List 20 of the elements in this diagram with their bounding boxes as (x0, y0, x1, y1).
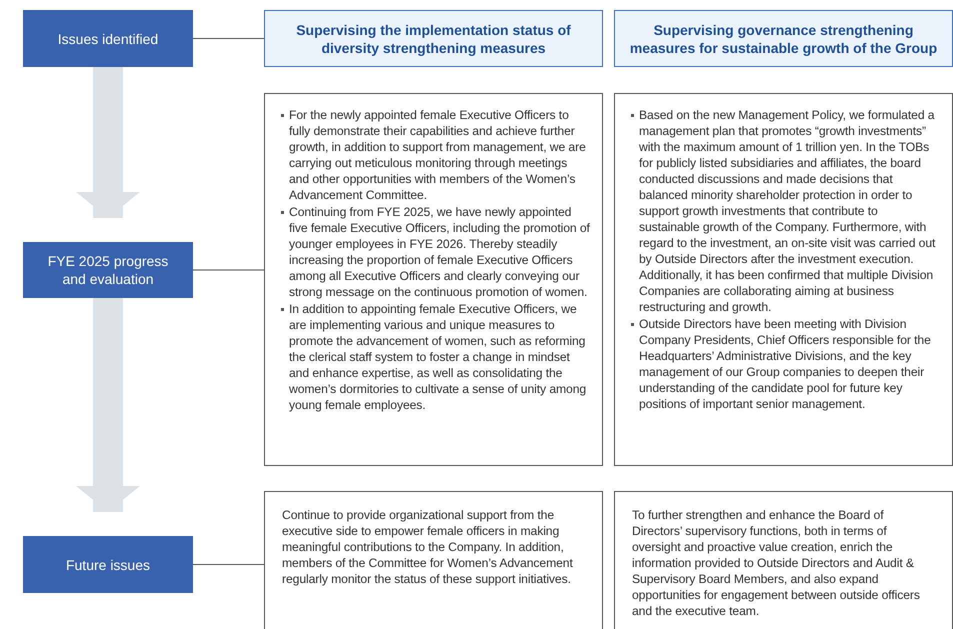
stage-box: Future issues (23, 536, 193, 593)
column-header: Supervising governance strengthening measures for sustainable growth of the Group (614, 10, 953, 67)
paragraph: Continue to provide organizational support from the executive side to empower female officers in making meaningful contributions to the Company. In addition, members of the Committee for Women’s Advancement regularly monitor the status of these support initiatives. (282, 507, 574, 587)
bullet-text: In addition to appointing female Executive Officers, we are implementing various and unique measures to promote the advancement of women, such as reforming the clerical staff system to foster a change in mindset and enhance expertise, as well as consolidating the women’s dormitories to cultivate a sense of unity among young female employees. (281, 301, 590, 413)
flow-arrow (76, 67, 140, 218)
bullet-text: Based on the new Management Policy, we formulated a management plan that promotes “growth investments” with the maximum amount of 1 trillion yen. In the TOBs for publicly listed subsidiaries and affiliates, the board conducted discussions and made decisions that balanced minority shareholder protection in order to support growth investments that contribute to sustainable growth of the Company. Furthermore, with regard to the investment, an on-site visit was carried out by Outside Directors after the investment execution. Additionally, it has been confirmed that multiple Division Companies are collaborating aiming at business restructuring and growth. (631, 107, 940, 315)
bullet-text: Outside Directors have been meeting with Division Company Presidents, Chief Officers responsible for the Headquarters’ Administrative Divisions, and the key management of our Group companies to deepen their understanding of the candidate pool for future key positions of important senior management. (631, 316, 940, 412)
flow-arrow (76, 298, 140, 512)
stage-box: Issues identified (23, 10, 193, 67)
text-panel (614, 93, 953, 466)
text-panel (614, 491, 953, 629)
column-header: Supervising the implementation status of diversity strengthening measures (264, 10, 603, 67)
text-panel (264, 491, 603, 629)
connector-line (192, 38, 264, 39)
connector-line (192, 564, 264, 565)
paragraph: To further strengthen and enhance the Board of Directors’ supervisory functions, both in terms of oversight and proactive value creation, enrich the information provided to Outside Directors and Audit & Supervisory Board Members, and also expand opportunities for engagement between outside officers and the executive team. (632, 507, 921, 619)
bullet-text: Continuing from FYE 2025, we have newly appointed five female Executive Officers, including the promotion of younger employees in FYE 2026. Thereby steadily increasing the proportion of female Executive Officers among all Executive Officers and clearly conveying our strong message on the continuous promotion of women. (281, 204, 590, 300)
text-panel (264, 93, 603, 466)
stage-box: FYE 2025 progress and evaluation (23, 242, 193, 298)
bullet-text: For the newly appointed female Executive Officers to fully demonstrate their capabilities and achieve further growth, in addition to support from management, we are carrying out meticulous monitoring through meetings and other opportunities with members of the Women’s Advancement Committee. (281, 107, 590, 203)
